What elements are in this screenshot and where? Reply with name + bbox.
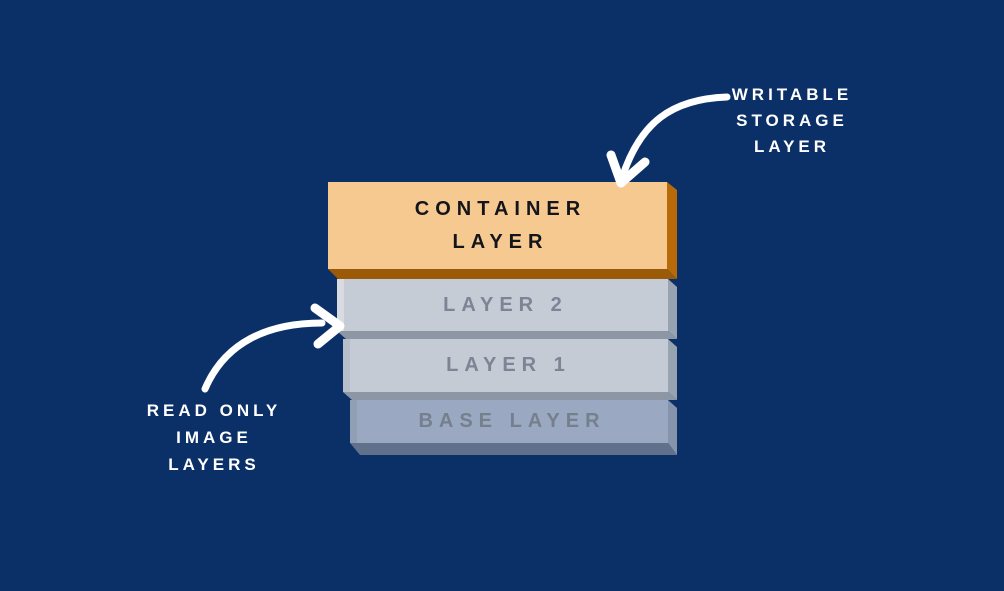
writable-storage-annotation: WRITABLE STORAGE LAYER (690, 82, 890, 160)
container-layer-label: CONTAINER LAYER (328, 182, 667, 269)
readonly-arrow (201, 303, 345, 393)
readonly-annotation-line2: IMAGE (176, 428, 252, 447)
container-layer-right-side (667, 182, 677, 279)
base-layer-face (350, 400, 668, 443)
container-layer-label-line2: LAYER (452, 230, 549, 253)
readonly-annotation-line1: READ ONLY (146, 401, 282, 420)
container-layer-face (328, 182, 667, 269)
base-layer-slab (350, 400, 677, 455)
base-layer-right-side (668, 400, 677, 455)
layer1-slab (343, 339, 677, 400)
layer1-left-bevel (343, 339, 350, 392)
read-only-annotation: READ ONLY IMAGE LAYERS (112, 397, 312, 478)
layer2-label: LAYER 2 (443, 293, 568, 316)
writable-arrow (606, 93, 731, 188)
base-layer-label: BASE LAYER (418, 410, 606, 432)
container-layer-slab (328, 182, 677, 279)
container-layer-bottom-side (328, 269, 677, 279)
layer1-face (343, 339, 668, 392)
readonly-arrow-tail (201, 319, 326, 393)
writable-arrow-tail (618, 93, 731, 182)
layer2-face (337, 279, 668, 331)
layer2-right-side (668, 279, 677, 339)
base-layer-bottom-side (350, 443, 677, 455)
writable-arrow-head (606, 150, 650, 188)
layer1-right-side (668, 339, 677, 400)
layer2-bottom-side (337, 331, 677, 339)
writable-annotation-line2: STORAGE (736, 111, 848, 130)
base-layer-left-bevel (350, 400, 357, 443)
container-layer-label-line1: CONTAINER (414, 197, 587, 220)
layer2-left-bevel (337, 279, 344, 331)
writable-annotation-line3: LAYER (753, 137, 831, 156)
readonly-annotation-line3: LAYERS (168, 455, 260, 474)
layer1-label: LAYER 1 (446, 354, 571, 376)
layer1-bottom-side (343, 392, 677, 400)
writable-annotation-line1: WRITABLE (731, 85, 853, 104)
readonly-arrow-head (310, 303, 345, 349)
layer2-slab (337, 279, 677, 339)
